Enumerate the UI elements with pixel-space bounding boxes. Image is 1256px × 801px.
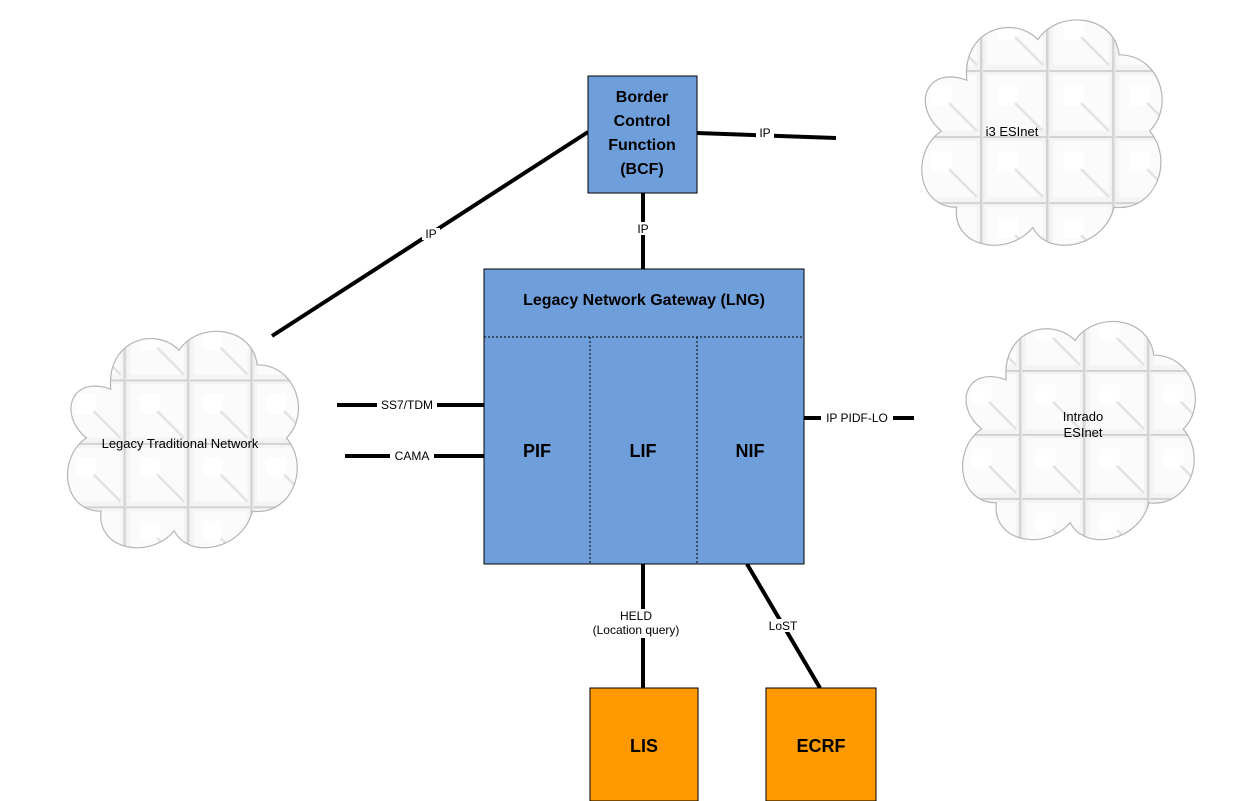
bcf-line4: (BCF) bbox=[620, 161, 664, 178]
link-held: HELD (Location query) bbox=[580, 564, 692, 688]
intrado-label-line1: Intrado bbox=[1063, 409, 1103, 424]
ecrf-label: ECRF bbox=[797, 736, 846, 756]
link-cama-label: CAMA bbox=[395, 449, 430, 463]
link-bcf-legacy: IP bbox=[270, 130, 590, 338]
link-lost-label: LoST bbox=[769, 619, 798, 633]
link-bcf-lng-label: IP bbox=[637, 222, 648, 236]
nif-label: NIF bbox=[736, 441, 765, 461]
lng-title: Legacy Network Gateway (LNG) bbox=[523, 292, 765, 309]
link-lost: LoST bbox=[745, 562, 822, 690]
link-ss7-label: SS7/TDM bbox=[381, 398, 433, 412]
pif-label: PIF bbox=[523, 441, 551, 461]
link-cama: CAMA bbox=[345, 449, 484, 463]
lif-label: LIF bbox=[630, 441, 657, 461]
ecrf-box: ECRF bbox=[765, 687, 877, 801]
link-nif-intrado: IP PIDF-LO bbox=[804, 411, 914, 425]
lis-label: LIS bbox=[630, 736, 658, 756]
link-nif-intrado-label: IP PIDF-LO bbox=[826, 411, 888, 425]
link-bcf-lng: IP bbox=[634, 193, 652, 270]
link-bcf-legacy-label: IP bbox=[425, 227, 436, 241]
link-bcf-i3: IP bbox=[696, 126, 837, 140]
intrado-esinet-cloud: Intrado ESInet bbox=[963, 321, 1196, 539]
bcf-line3: Function bbox=[608, 137, 676, 154]
legacy-network-label: Legacy Traditional Network bbox=[102, 436, 259, 451]
bcf-box: Border Control Function (BCF) bbox=[587, 75, 698, 194]
intrado-label-line2: ESInet bbox=[1063, 425, 1102, 440]
bcf-line2: Control bbox=[614, 113, 671, 130]
i3-esinet-label: i3 ESInet bbox=[986, 124, 1039, 139]
i3-esinet-cloud: i3 ESInet bbox=[922, 20, 1162, 245]
link-bcf-i3-label: IP bbox=[759, 126, 770, 140]
link-held-label-line2: (Location query) bbox=[593, 623, 680, 637]
link-ss7-tdm: SS7/TDM bbox=[337, 398, 484, 412]
legacy-traditional-network-cloud: Legacy Traditional Network bbox=[68, 331, 299, 547]
bcf-line1: Border bbox=[616, 89, 668, 106]
link-held-label-line1: HELD bbox=[620, 609, 652, 623]
lng-box: Legacy Network Gateway (LNG) PIF LIF NIF bbox=[483, 268, 805, 565]
lis-box: LIS bbox=[589, 687, 699, 801]
